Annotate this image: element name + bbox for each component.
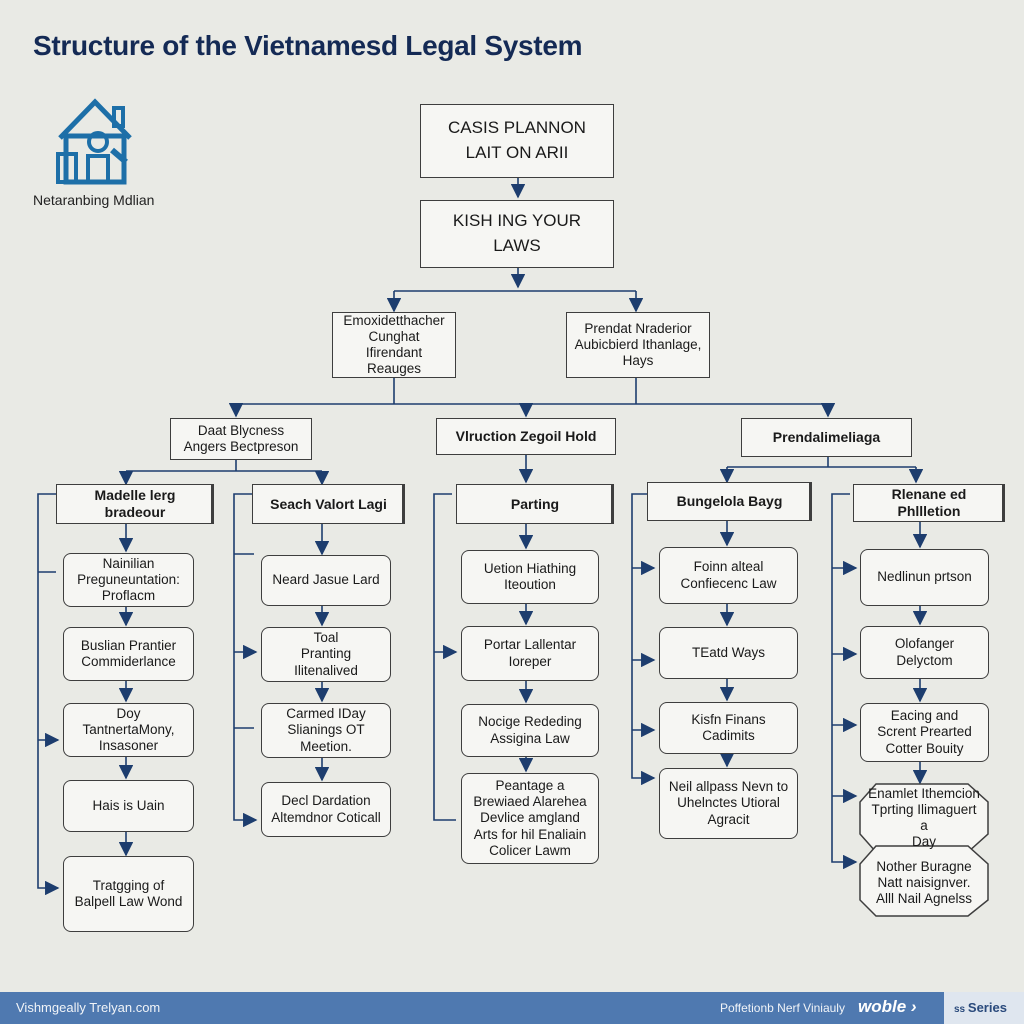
column-1-item-3: Doy TantnertaMony, Insasoner [63,703,194,757]
footer-bar: Vishmgeally Trelyan.com Poffetionb Nerf … [0,992,1024,1024]
footer-series-text: Series [967,1000,1007,1015]
column-4-item-1: Foinn alteal Confiecenc Law [659,547,798,604]
footer-credit: Poffetionb Nerf Viniauly [720,1001,845,1015]
page-title: Structure of the Vietnamesd Legal System [33,30,583,61]
column-2-item-2: Toal Pranting Ilitenalived [261,627,391,682]
series-badge: ss Series [944,992,1024,1024]
node-group-1: Daat Blycness Angers Bectpreson [170,418,312,460]
column-3-item-1: Uetion Hiathing Iteoution [461,550,599,604]
column-3-item-4: Peantage a Brewiaed Alarehea Devlice amg… [461,773,599,864]
column-head-1: Madelle lerg bradeour [56,484,214,524]
node-top-2: KISH ING YOUR LAWS [420,200,614,268]
column-1-item-5: Tratgging of Balpell Law Wond [63,856,194,932]
node-group-2: Vlruction Zegoil Hold [436,418,616,455]
footer-site[interactable]: Vishmgeally Trelyan.com [16,1000,161,1015]
series-mark: ss [954,1004,968,1015]
chevron-right-icon: › [906,997,917,1016]
footer-series: ss Series [954,1000,1007,1015]
column-2-item-1: Neard Jasue Lard [261,555,391,606]
column-1-item-1: Nainilian Preguneuntation: Proflacm [63,553,194,607]
column-head-2: Seach Valort Lagi [252,484,405,524]
column-5-item-2: Olofanger Delyctom [860,626,989,679]
column-5-item-1: Nedlinun prtson [860,549,989,606]
column-5-item-3: Eacing and Scrent Prearted Cotter Bouity [860,703,989,762]
house-icon [56,98,132,185]
node-top-1: CASIS PLANNON LAIT ON ARII [420,104,614,178]
column-5-item-4: Enamlet Ithemcion Tprting Ilimaguert a D… [868,785,980,850]
column-head-3: Parting [456,484,614,524]
node-group-3: Prendalimeliaga [741,418,912,457]
node-mid-2: Prendat Nraderior Aubicbierd Ithanlage, … [566,312,710,378]
footer-brand: woble › [858,997,917,1017]
column-3-item-2: Portar Lallentar Ioreper [461,626,599,681]
footer-brand-text: woble [858,997,907,1016]
column-head-4: Bungelola Bayg [647,482,812,521]
column-head-5: Rlenane ed Phllletion [853,484,1005,522]
logo-label: Netaranbing Mdlian [33,192,155,208]
column-1-item-4: Hais is Uain [63,780,194,832]
column-2-item-4: Decl Dardation Altemdnor Coticall [261,782,391,837]
column-2-item-3: Carmed IDay Slianings OT Meetion. [261,703,391,758]
column-4-item-4: Neil allpass Nevn to Uhelnctes Utioral A… [659,768,798,839]
column-4-item-3: Kisfn Finans Cadimits [659,702,798,754]
column-5-item-5: Nother Buragne Natt naisignver. Alll Nai… [875,858,973,907]
column-3-item-3: Nocige Rededing Assigina Law [461,704,599,757]
column-4-item-2: TEatd Ways [659,627,798,679]
column-1-item-2: Buslian Prantier Commiderlance [63,627,194,681]
node-mid-1: Emoxidetthacher Cunghat Ifirendant Reaug… [332,312,456,378]
